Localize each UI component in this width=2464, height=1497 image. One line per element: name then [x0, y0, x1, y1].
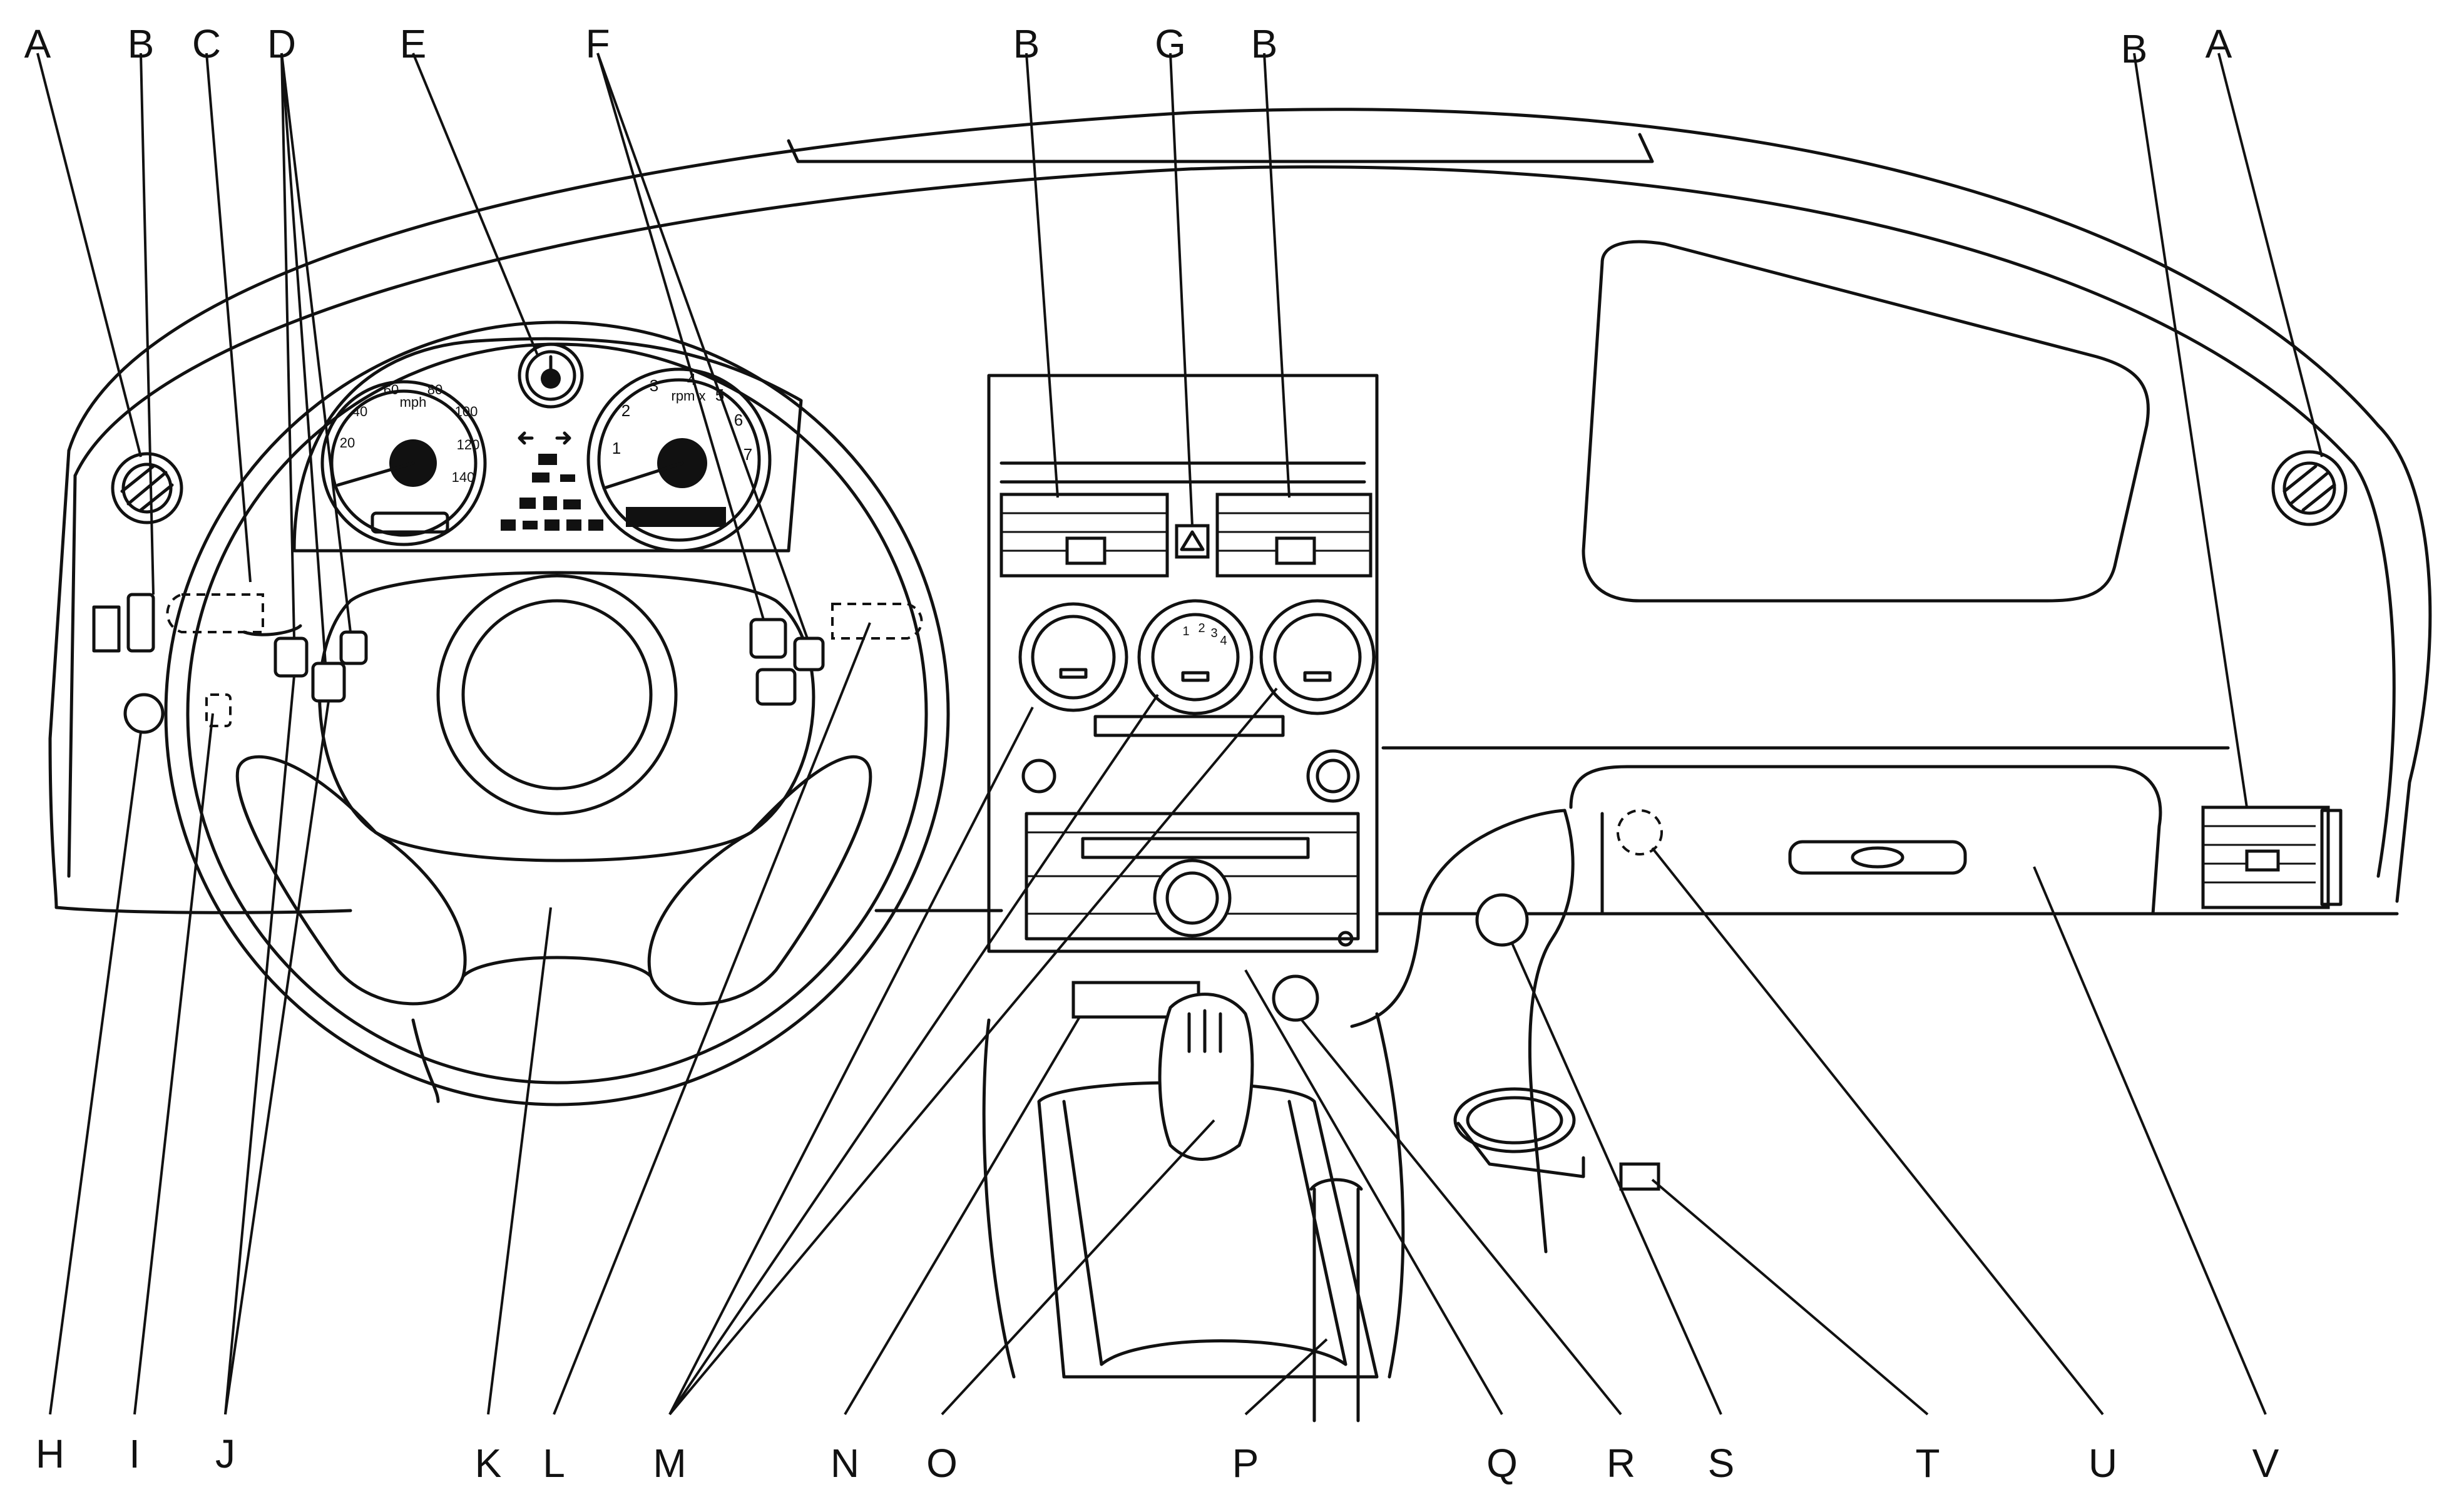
callout-u: U [2088, 1441, 2117, 1486]
accessory-switch [1475, 893, 1529, 947]
center-small-gauge [518, 342, 584, 409]
callout-n: N [831, 1441, 859, 1486]
headlamp-switch [126, 593, 155, 653]
center-right-vent [1215, 493, 1373, 578]
power-outlet [1272, 974, 1319, 1022]
callout-b: B [2121, 26, 2148, 71]
speedo-tick: 140 [452, 469, 475, 485]
tach-tick: 7 [744, 445, 752, 464]
callout-a: A [24, 21, 51, 66]
right-stalk [749, 603, 923, 706]
steering-wheel [164, 320, 950, 1106]
center-stack: 1 2 3 4 [987, 374, 1379, 1022]
callout-o: O [926, 1441, 958, 1486]
passenger-airbag-panel [1582, 240, 2150, 603]
speedo-tick: 100 [455, 404, 478, 419]
radio-unit [1021, 749, 1360, 947]
instrument-cluster: mph 20 40 60 80 100 120 140 [292, 337, 803, 553]
callout-l: L [543, 1441, 565, 1486]
climate-knob-mode [1259, 599, 1376, 715]
lower-right-trim [1350, 809, 1575, 1254]
ignition-switch [123, 693, 165, 734]
callout-k: K [475, 1441, 502, 1486]
callout-c: C [192, 21, 221, 66]
speedo-tick: 20 [340, 435, 355, 451]
climate-knob-temp: 1 2 3 4 [1137, 599, 1254, 715]
callout-f: F [585, 21, 610, 66]
tach-display [626, 507, 726, 527]
dial-tick: 2 [1198, 621, 1205, 635]
callout-v: V [2252, 1441, 2279, 1486]
speedo-tick: 80 [427, 382, 442, 397]
speedo-tick: 60 [384, 382, 399, 397]
passenger-sensor [1617, 809, 1663, 856]
dial-tick: 4 [1220, 634, 1227, 648]
warning-lamps [501, 431, 603, 531]
hazard-button [1175, 524, 1210, 559]
climate-knob-fan [1018, 602, 1128, 712]
leader-lines [36, 53, 2323, 1416]
parking-brake-lever [1309, 1178, 1363, 1423]
center-left-vent [999, 493, 1169, 578]
right-outer-vent [2271, 450, 2348, 526]
ac-button-strip [1093, 715, 1285, 737]
callout-d: D [267, 21, 296, 66]
callout-t: T [1915, 1441, 1940, 1486]
tachometer-gauge: rpm x 1 2 3 4 5 6 7 [586, 367, 772, 553]
callout-r: R [1607, 1441, 1635, 1486]
callout-m: M [653, 1441, 686, 1486]
callout-a: A [2206, 21, 2232, 66]
switch-bezel [205, 693, 232, 727]
callout-b: B [128, 21, 155, 66]
tach-tick: 3 [650, 376, 658, 395]
odometer-display [371, 511, 449, 534]
tach-tick: 2 [621, 401, 630, 420]
dial-tick: 3 [1210, 626, 1217, 640]
speedo-tick: 120 [457, 437, 480, 452]
gear-shifter [1158, 993, 1254, 1161]
speedometer-gauge: mph 20 40 60 80 100 120 140 [320, 380, 487, 546]
right-side-vent [2201, 805, 2343, 909]
speedo-tick: 40 [352, 404, 367, 419]
callout-b: B [1013, 21, 1040, 66]
callout-s: S [1708, 1441, 1735, 1486]
callout-b: B [1251, 21, 1278, 66]
tach-tick: 1 [612, 439, 621, 457]
dial-tick: 1 [1182, 625, 1189, 638]
callout-i: I [129, 1431, 140, 1476]
callout-j: J [215, 1431, 235, 1476]
cupholder [1453, 1087, 1660, 1191]
tach-tick: 6 [734, 411, 743, 429]
left-stalk [166, 593, 368, 703]
speedo-unit: mph [400, 394, 427, 410]
dimmer-wheel [92, 605, 121, 653]
callout-labels: A B C D E F B G B B A H I J K L M N O P … [24, 21, 2279, 1486]
glovebox [1569, 765, 2162, 916]
left-outer-vent [111, 452, 183, 524]
dashboard-body [48, 108, 2432, 916]
callout-h: H [36, 1431, 64, 1476]
callout-e: E [400, 21, 427, 66]
callout-p: P [1232, 1441, 1259, 1486]
callout-g: G [1155, 21, 1186, 66]
callout-q: Q [1486, 1441, 1518, 1486]
